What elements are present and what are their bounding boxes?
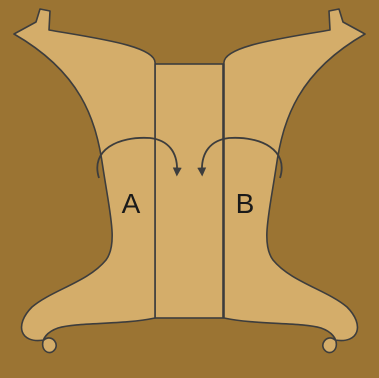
center-strip: [155, 64, 223, 318]
label-a: A: [122, 188, 141, 219]
label-b: B: [236, 188, 255, 219]
